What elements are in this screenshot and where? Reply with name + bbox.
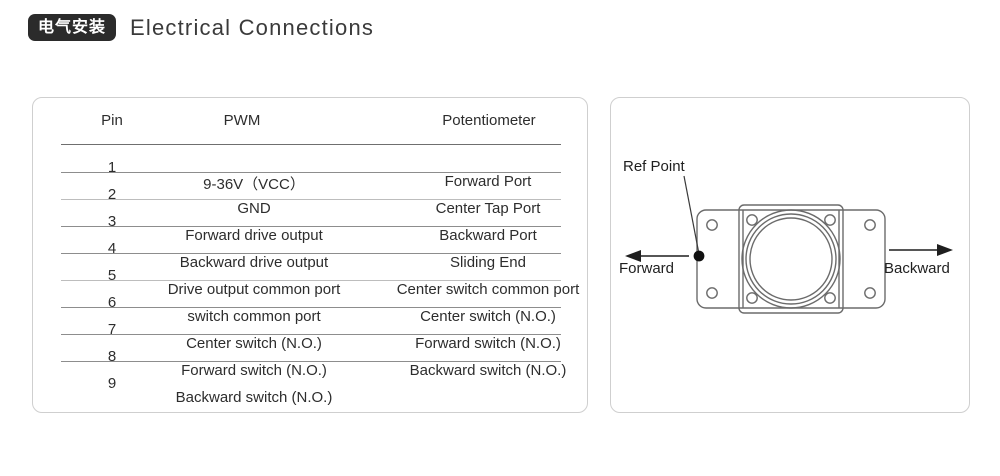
cell-potentiometer: Backward switch (N.O.) (409, 362, 567, 379)
bore-mid-ring (745, 213, 837, 305)
ref-point-dot (693, 250, 705, 262)
cell-potentiometer: Center switch common port (396, 281, 580, 298)
cell-pin: 3 (107, 213, 117, 230)
cell-pin: 6 (107, 294, 117, 311)
actuator-diagram: Ref Point Forward Backward (611, 98, 969, 412)
pin-assignment-table: Pin PWM Potentiometer 1 9-36V（VCC） Forwa… (33, 98, 587, 412)
page-header: 电气安装 Electrical Connections (28, 14, 374, 41)
forward-arrow-icon (625, 250, 689, 262)
mounting-hole-outer-bottom-left (706, 287, 718, 299)
table-row: 3 Forward drive output Backward Port (33, 213, 587, 245)
ref-point-leader-line (683, 175, 700, 255)
mounting-hole-center-top-right (824, 214, 836, 226)
table-row: 2 GND Center Tap Port (33, 186, 587, 218)
cell-potentiometer: Center switch (N.O.) (420, 308, 556, 325)
mounting-hole-outer-top-right (864, 219, 876, 231)
row-divider (61, 307, 561, 308)
page-title: Electrical Connections (130, 14, 375, 40)
cell-pin: 1 (107, 159, 117, 176)
mounting-hole-outer-bottom-right (864, 287, 876, 299)
column-header-pwm: PWM (223, 112, 261, 129)
row-divider (61, 334, 561, 335)
header-divider (61, 144, 561, 145)
cell-pwm: Forward drive output (185, 227, 323, 244)
cell-pwm: Forward switch (N.O.) (181, 362, 327, 379)
mounting-hole-center-bottom-right (824, 292, 836, 304)
forward-label: Forward (619, 260, 675, 277)
mounting-hole-outer-top-left (706, 219, 718, 231)
row-divider (61, 199, 561, 200)
cell-pwm: GND (237, 200, 271, 217)
actuator-body-outline (696, 209, 886, 309)
cell-pin: 7 (107, 321, 117, 338)
row-divider (61, 361, 561, 362)
mounting-hole-center-top-left (746, 214, 758, 226)
table-header-row: Pin PWM Potentiometer (33, 112, 587, 138)
cell-pin: 9 (107, 375, 117, 392)
actuator-drawing (625, 175, 953, 314)
cell-potentiometer: Backward Port (439, 227, 537, 244)
center-plate-outline (738, 204, 844, 314)
ref-point-label: Ref Point (623, 158, 685, 175)
cell-potentiometer: Forward switch (N.O.) (415, 335, 561, 352)
backward-label: Backward (884, 260, 950, 277)
table-row: 7 Center switch (N.O.) Forward switch (N… (33, 321, 587, 353)
mounting-hole-center-bottom-left (746, 292, 758, 304)
cell-potentiometer: Center Tap Port (435, 200, 541, 217)
section-badge-chinese: 电气安装 (28, 14, 117, 41)
cell-pwm: switch common port (187, 308, 321, 325)
column-header-potentiometer: Potentiometer (442, 112, 536, 129)
cell-pwm: Drive output common port (167, 281, 341, 298)
row-divider (61, 172, 561, 173)
pin-assignment-table-panel: Pin PWM Potentiometer 1 9-36V（VCC） Forwa… (32, 97, 588, 413)
table-row: 4 Backward drive output Sliding End (33, 240, 587, 272)
bore-inner-ring (749, 217, 833, 301)
row-divider (61, 253, 561, 254)
table-row: 6 switch common port Center switch (N.O.… (33, 294, 587, 326)
cell-potentiometer: Forward Port (444, 173, 532, 190)
cell-pin: 8 (107, 348, 117, 365)
cell-pwm: 9-36V（VCC） (203, 176, 305, 193)
cell-pin: 4 (107, 240, 117, 257)
table-row: 9 Backward switch (N.O.) (33, 375, 587, 407)
table-row: 1 9-36V（VCC） Forward Port (33, 159, 587, 193)
cell-pin: 2 (107, 186, 117, 203)
backward-arrow-icon (889, 244, 953, 256)
row-divider (61, 226, 561, 227)
cell-pin: 5 (107, 267, 117, 284)
device-diagram-panel: Ref Point Forward Backward (610, 97, 970, 413)
cell-pwm: Center switch (N.O.) (186, 335, 322, 352)
table-row: 8 Forward switch (N.O.) Backward switch … (33, 348, 587, 380)
column-header-pin: Pin (101, 112, 123, 129)
row-divider (61, 280, 561, 281)
bore-outer-ring (741, 209, 841, 309)
cell-pwm: Backward drive output (179, 254, 329, 271)
cell-pwm: Backward switch (N.O.) (175, 389, 333, 406)
table-row: 5 Drive output common port Center switch… (33, 267, 587, 299)
cell-potentiometer: Sliding End (450, 254, 526, 271)
